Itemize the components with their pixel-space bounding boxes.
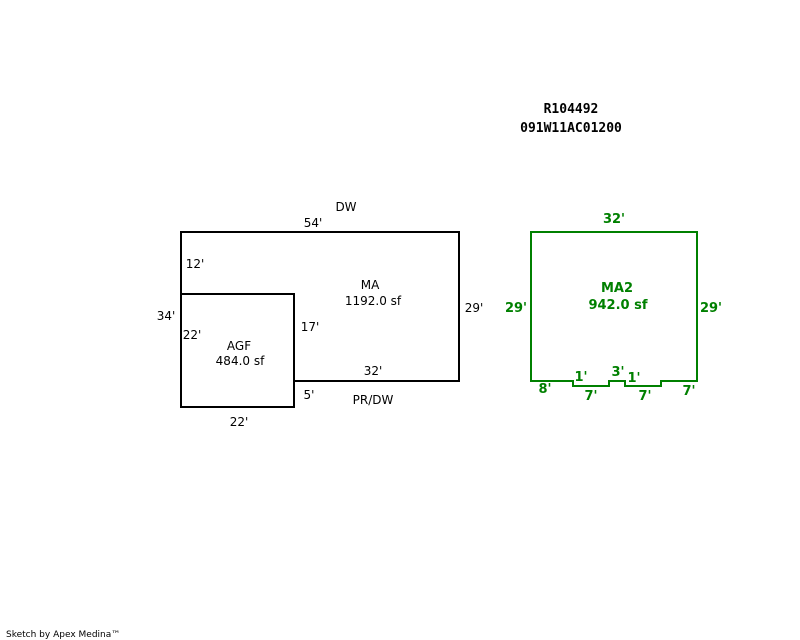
agf-left-dim: 22' bbox=[183, 328, 202, 342]
agf-right-dim: 17' bbox=[301, 320, 320, 334]
step-dim: 32' bbox=[364, 364, 383, 378]
left-outer-dim: 34' bbox=[157, 309, 176, 323]
ma-right-dim: 29' bbox=[465, 301, 484, 315]
ma2-area-label: 942.0 sf bbox=[588, 298, 647, 313]
ma-top-dim: 54' bbox=[304, 216, 323, 230]
bottom-label: PR/DW bbox=[353, 393, 394, 407]
ma2-outline bbox=[530, 231, 698, 387]
agf-bottom-dim: 22' bbox=[230, 415, 249, 429]
ma2-seg-4: 7' bbox=[682, 384, 695, 399]
ma2-seg-2: 7' bbox=[584, 389, 597, 404]
ma2-structure: 32' 29' 29' MA2 942.0 sf 8' 1' 7' 3' 1' … bbox=[505, 212, 722, 404]
step-side-dim: 5' bbox=[304, 388, 315, 402]
map-number: 091W11AC01200 bbox=[520, 121, 622, 136]
ma2-jog-1: 1' bbox=[574, 370, 587, 385]
ma-left-upper-dim: 12' bbox=[186, 257, 205, 271]
main-structure: DW 54' 12' 34' 29' MA 1192.0 sf 22' 17' … bbox=[157, 200, 484, 429]
agf-outline bbox=[180, 293, 295, 408]
ma2-name-label: MA2 bbox=[601, 281, 633, 296]
top-label: DW bbox=[335, 200, 356, 214]
ma2-seg-1: 8' bbox=[538, 382, 551, 397]
ma2-top-dim: 32' bbox=[603, 212, 625, 227]
ma2-left-dim: 29' bbox=[505, 301, 527, 316]
parcel-id: R104492 bbox=[544, 102, 599, 117]
agf-area-label: 484.0 sf bbox=[216, 354, 265, 368]
ma-name-label: MA bbox=[361, 278, 380, 292]
ma2-jog-2: 3' bbox=[611, 365, 624, 380]
ma2-jog-3: 1' bbox=[627, 371, 640, 386]
sketch-credit: Sketch by Apex Medina™ bbox=[6, 630, 120, 640]
ma-area-label: 1192.0 sf bbox=[345, 294, 402, 308]
ma2-right-dim: 29' bbox=[700, 301, 722, 316]
agf-name-label: AGF bbox=[227, 339, 251, 353]
ma2-seg-3: 7' bbox=[638, 389, 651, 404]
